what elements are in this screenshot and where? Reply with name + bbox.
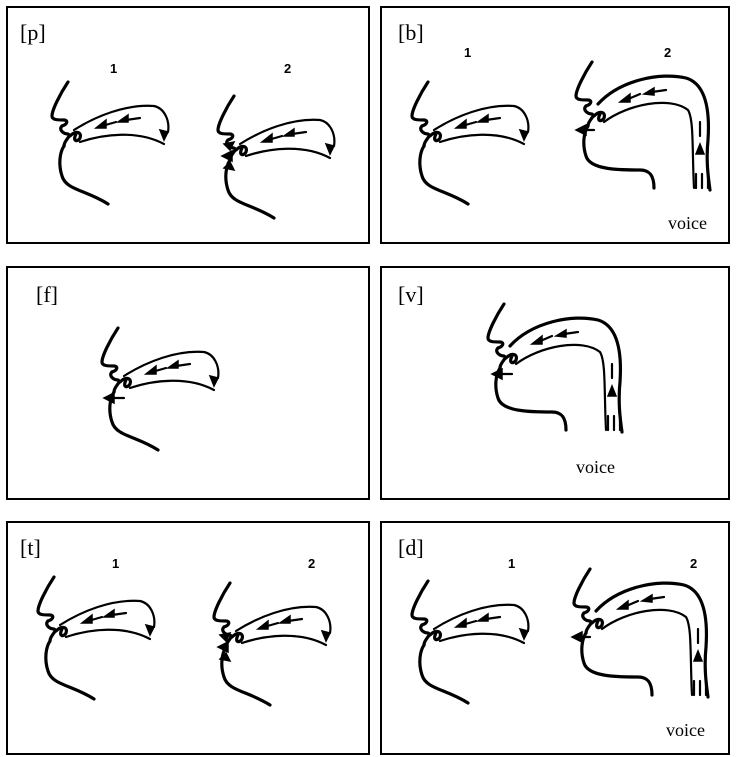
release-arrows (220, 140, 236, 172)
head-profile-closed (410, 80, 530, 206)
panel-label: [v] (398, 282, 424, 307)
step-number: 1 (464, 45, 472, 60)
airflow-arrows (490, 367, 514, 381)
step-number: 2 (690, 556, 698, 571)
voice-label: voice (576, 457, 615, 477)
voice-label: voice (666, 720, 705, 740)
panel-p: [p] 1 2 (6, 6, 370, 244)
airflow-arrows (102, 391, 126, 405)
panel-v: [v] voice (380, 266, 730, 500)
articulation-diagram (100, 326, 220, 452)
step-number: 1 (508, 556, 516, 571)
panel-b: [b] 1 2 voice (380, 6, 730, 244)
articulation-diagram (410, 60, 712, 206)
step-number: 2 (308, 556, 316, 571)
step-number: 1 (112, 556, 120, 571)
articulation-diagram (486, 302, 624, 434)
voice-label: voice (668, 213, 707, 233)
head-profile-release (212, 581, 332, 707)
head-profile-voiced (572, 567, 710, 699)
head-profile-closed (410, 579, 530, 705)
head-profile-release (216, 94, 336, 220)
head-profile-voiced (486, 302, 624, 434)
articulation-diagram (410, 567, 710, 705)
release-arrows (570, 630, 592, 644)
release-arrows (216, 631, 232, 663)
head-profile-closed (36, 575, 156, 701)
articulation-diagram (50, 80, 336, 220)
head-profile-closed (50, 80, 170, 206)
panel-label: [d] (398, 535, 424, 560)
panel-f: [f] (6, 266, 370, 500)
panel-label: [f] (36, 282, 58, 307)
step-number: 2 (664, 45, 672, 60)
head-profile-voiced (574, 60, 712, 192)
panel-t: [t] 1 2 (6, 521, 370, 755)
step-number: 1 (110, 61, 118, 76)
panel-label: [p] (20, 20, 46, 45)
panel-label: [b] (398, 20, 424, 45)
panel-d: [d] 1 2 voice (380, 521, 730, 755)
panel-label: [t] (20, 535, 41, 560)
release-arrows (574, 123, 596, 137)
head-profile-fricative (100, 326, 220, 452)
articulation-diagram (36, 575, 332, 707)
step-number: 2 (284, 61, 292, 76)
